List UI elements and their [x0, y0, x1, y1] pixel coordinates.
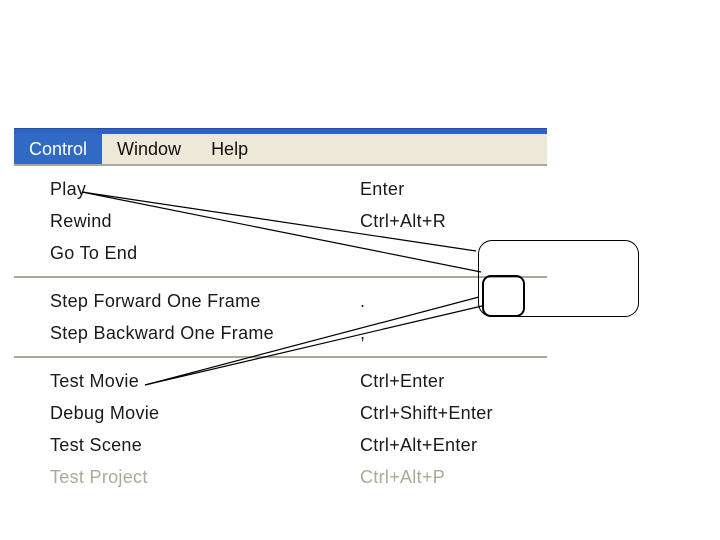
menubar-item-control[interactable]: Control — [14, 134, 103, 164]
menu-item-debug-movie[interactable]: Debug Movie Ctrl+Shift+Enter — [14, 397, 547, 429]
menu-item-shortcut: Ctrl+Alt+Enter — [360, 435, 478, 455]
menu-item-label: Debug Movie — [50, 403, 160, 423]
menubar-item-window[interactable]: Window — [117, 138, 182, 159]
menu-item-go-to-end[interactable]: Go To End — [14, 237, 547, 269]
separator-line — [14, 276, 547, 278]
menu-item-label: Step Forward One Frame — [50, 291, 261, 311]
menu-item-shortcut: Ctrl+Alt+P — [360, 467, 446, 487]
menu-item-shortcut: Ctrl+Enter — [360, 371, 445, 391]
window-top-edge — [14, 128, 547, 134]
menu-item-shortcut: . — [360, 291, 366, 311]
callout-rounded-rectangle — [478, 240, 639, 317]
menubar-items: Control Window Help — [14, 134, 547, 166]
menu-separator — [14, 349, 547, 365]
menu-bar: Control Window Help — [14, 128, 547, 166]
menu-item-shortcut: Ctrl+Alt+R — [360, 211, 447, 231]
callout-inner-rounded-rectangle — [482, 275, 525, 317]
menu-item-label: Go To End — [50, 243, 138, 263]
menu-item-play[interactable]: Play Enter — [14, 173, 547, 205]
menu-item-shortcut: Ctrl+Shift+Enter — [360, 403, 493, 423]
menu-item-rewind[interactable]: Rewind Ctrl+Alt+R — [14, 205, 547, 237]
menu-item-label: Rewind — [50, 211, 112, 231]
menu-item-test-project[interactable]: Test Project Ctrl+Alt+P — [14, 461, 547, 493]
menu-item-label: Play — [50, 179, 87, 199]
menu-separator — [14, 269, 547, 285]
menubar-item-help[interactable]: Help — [211, 138, 249, 159]
menu-item-shortcut: Enter — [360, 179, 405, 199]
menu-item-label: Test Project — [50, 467, 148, 487]
separator-line — [14, 356, 547, 358]
menu-item-test-movie[interactable]: Test Movie Ctrl+Enter — [14, 365, 547, 397]
menu-item-label: Step Backward One Frame — [50, 323, 274, 343]
control-menu-dropdown: Play Enter Rewind Ctrl+Alt+R Go To End S… — [14, 166, 547, 493]
menu-item-test-scene[interactable]: Test Scene Ctrl+Alt+Enter — [14, 429, 547, 461]
menu-item-label: Test Scene — [50, 435, 143, 455]
menu-item-step-forward-one-frame[interactable]: Step Forward One Frame . — [14, 285, 547, 317]
menu-item-label: Test Movie — [50, 371, 140, 391]
menu-item-step-backward-one-frame[interactable]: Step Backward One Frame , — [14, 317, 547, 349]
menu-item-shortcut: , — [360, 323, 366, 343]
